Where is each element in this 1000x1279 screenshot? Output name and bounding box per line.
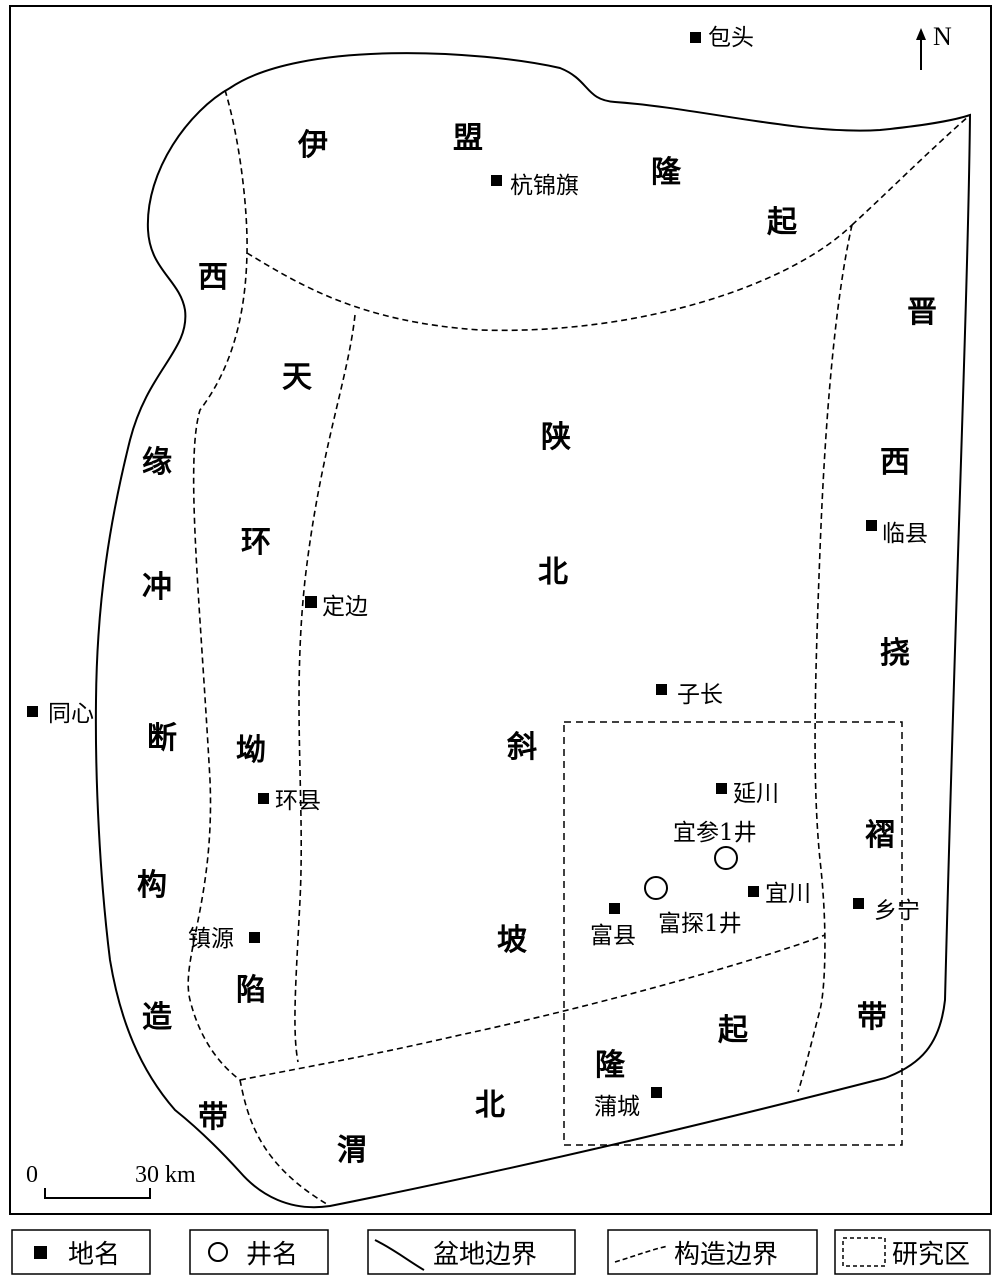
region-jinxi-char-4: 褶 xyxy=(865,818,895,853)
structure-boundary-weibei-north xyxy=(239,934,826,1081)
legend: 地名 井名 盆地边界 构造边界 研究区 xyxy=(11,1229,991,1275)
place-marker-dingbian xyxy=(305,596,317,608)
legend-place-label: 地名 xyxy=(68,1240,120,1270)
region-tianhuan-char-4: 陷 xyxy=(236,973,266,1008)
region-jinxi-char-3: 挠 xyxy=(880,636,910,671)
basin-boundary-line xyxy=(94,52,972,1209)
structure-boundary-yimeng-south xyxy=(246,224,853,332)
place-marker-zhenyuan xyxy=(249,932,260,943)
region-yimeng-char-4: 起 xyxy=(767,205,798,240)
region-weibei-char-1: 渭 xyxy=(337,1133,367,1168)
region-xiyuan-char-5: 构 xyxy=(137,868,167,903)
legend-study-label: 研究区 xyxy=(892,1240,970,1270)
map-frame xyxy=(9,5,992,1215)
place-label-huanxian: 环县 xyxy=(275,788,321,814)
well-label-futan1: 富探1井 xyxy=(658,911,742,937)
region-jinxi-char-1: 晋 xyxy=(907,295,937,330)
legend-place-icon xyxy=(34,1246,47,1259)
north-arrow-icon xyxy=(916,28,926,40)
region-tianhuan-char-1: 天 xyxy=(282,360,312,395)
region-tianhuan-char-3: 坳 xyxy=(236,733,266,768)
legend-box-structure xyxy=(607,1229,818,1275)
legend-well-icon xyxy=(208,1242,228,1262)
structure-boundary-tianhuan-east xyxy=(294,314,356,1063)
place-label-tongxin: 同心 xyxy=(48,701,94,727)
region-jinxi-char-5: 带 xyxy=(857,1000,887,1035)
scale-distance-label: 30 km xyxy=(135,1162,196,1188)
place-marker-yichuan xyxy=(748,886,759,897)
place-label-fuxian: 富县 xyxy=(590,923,636,949)
region-yimeng-char-1: 伊 xyxy=(297,128,328,163)
well-marker-yishen1 xyxy=(714,846,738,870)
place-marker-hangjinqi xyxy=(491,175,502,186)
structure-boundary-weibei-west xyxy=(239,1079,331,1207)
legend-box-basin xyxy=(367,1229,576,1275)
region-xiyuan-char-3: 冲 xyxy=(142,570,172,605)
region-weibei-char-2: 北 xyxy=(475,1088,505,1123)
scale-zero-label: 0 xyxy=(26,1162,38,1188)
place-marker-pucheng xyxy=(651,1087,662,1098)
region-shanbei-char-3: 斜 xyxy=(507,730,537,765)
region-shanbei-char-2: 北 xyxy=(538,555,568,590)
place-marker-tongxin xyxy=(27,706,38,717)
legend-basin-label: 盆地边界 xyxy=(433,1240,537,1270)
region-xiyuan-char-2: 缘 xyxy=(142,445,172,480)
place-marker-baotou xyxy=(690,32,701,43)
place-label-yanchuan: 延川 xyxy=(733,781,779,807)
structure-boundary-jinxi-west xyxy=(797,224,853,1093)
place-label-zichang: 子长 xyxy=(677,682,723,708)
region-xiyuan-char-6: 造 xyxy=(142,1000,172,1035)
place-label-baotou: 包头 xyxy=(708,25,754,51)
place-marker-xiangning xyxy=(853,898,864,909)
place-label-pucheng: 蒲城 xyxy=(594,1094,640,1120)
scale-bar xyxy=(44,1188,151,1199)
well-label-yishen1: 宜参1井 xyxy=(673,820,757,846)
region-tianhuan-char-2: 环 xyxy=(241,525,271,560)
legend-structure-label: 构造边界 xyxy=(674,1240,778,1270)
legend-structure-line-icon xyxy=(614,1245,669,1263)
study-area-box xyxy=(563,721,903,1146)
place-label-dingbian: 定边 xyxy=(322,594,368,620)
structure-boundaries xyxy=(187,89,971,1207)
legend-box-study xyxy=(834,1229,991,1275)
legend-basin-line-icon xyxy=(374,1239,425,1271)
region-weibei-char-4: 起 xyxy=(718,1013,749,1048)
place-marker-huanxian xyxy=(258,793,269,804)
region-weibei-char-3: 隆 xyxy=(595,1048,626,1083)
legend-box-well xyxy=(189,1229,329,1275)
well-marker-futan1 xyxy=(644,876,668,900)
region-jinxi-char-2: 西 xyxy=(880,445,910,480)
place-marker-linxian xyxy=(866,520,877,531)
region-xiyuan-char-4: 断 xyxy=(147,721,177,756)
region-xiyuan-char-1: 西 xyxy=(198,260,228,295)
legend-well-label: 井名 xyxy=(246,1240,298,1270)
place-label-xiangning: 乡宁 xyxy=(874,898,920,924)
region-labels: 伊 盟 隆 起 西 缘 冲 断 构 造 带 天 环 坳 陷 陕 北 斜 坡 晋 … xyxy=(137,121,937,1168)
legend-box-place xyxy=(11,1229,151,1275)
place-label-linxian: 临县 xyxy=(882,521,928,547)
region-shanbei-char-4: 坡 xyxy=(497,923,527,958)
place-label-zhenyuan: 镇源 xyxy=(188,926,234,952)
region-yimeng-char-3: 隆 xyxy=(651,155,682,190)
place-markers xyxy=(27,32,877,1098)
place-marker-zichang xyxy=(656,684,667,695)
region-shanbei-char-1: 陕 xyxy=(541,420,571,455)
north-label: N xyxy=(933,22,952,51)
region-xiyuan-char-7: 带 xyxy=(198,1100,228,1135)
place-marker-fuxian xyxy=(609,903,620,914)
place-label-yichuan: 宜川 xyxy=(765,881,811,907)
structure-boundary-yimeng-east xyxy=(851,114,971,226)
place-labels: 包头 杭锦旗 定边 同心 环县 镇源 临县 子长 延川 宜川 富县 乡宁 蒲城 xyxy=(48,25,928,1120)
region-yimeng-char-2: 盟 xyxy=(453,121,483,156)
place-label-hangjinqi: 杭锦旗 xyxy=(510,173,579,199)
place-marker-yanchuan xyxy=(716,783,727,794)
structure-boundary-xiyuan-east xyxy=(187,89,248,1081)
legend-study-area-icon xyxy=(842,1237,886,1267)
